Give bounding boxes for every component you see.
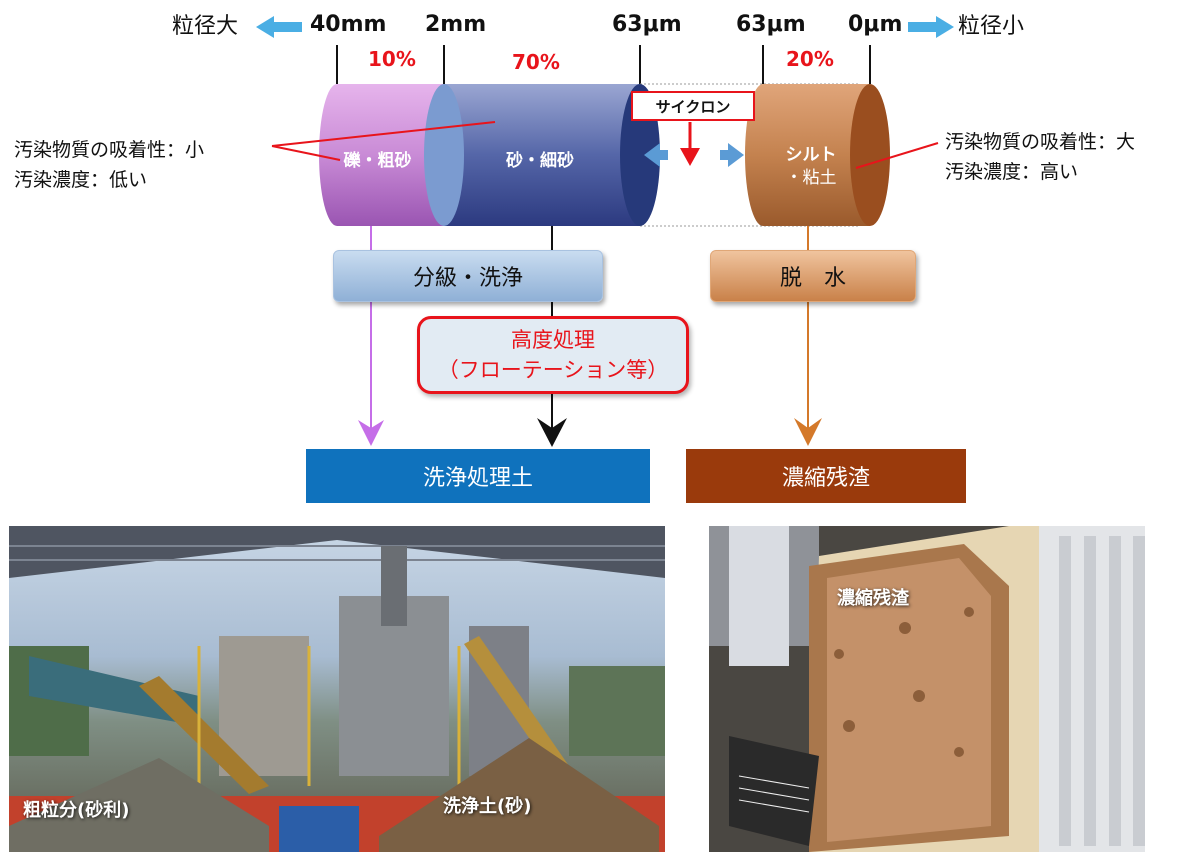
gravel-label: 礫・粗砂 — [343, 151, 412, 171]
wash-process-label: 分級・洗浄 — [412, 266, 523, 291]
right-note-concentration: 汚染濃度：高い — [945, 161, 1079, 183]
cylinder-gap-outline — [640, 83, 860, 227]
dewater-process-label: 脱 水 — [779, 266, 846, 291]
residue-photo: 濃縮残渣 — [709, 526, 1145, 852]
washed-soil-label: 洗浄処理土 — [422, 466, 533, 491]
wash-process-box: 分級・洗浄 — [333, 250, 603, 302]
dewater-process-box: 脱 水 — [710, 250, 916, 302]
advanced-treatment-box: 高度処理 （フローテーション等） — [417, 316, 689, 394]
residue-label: 濃縮残渣 — [781, 466, 870, 491]
tick-label-2mm: 2mm — [425, 12, 487, 37]
sand-percent: 70% — [512, 50, 560, 74]
silt-label-line2: ・粘土 — [785, 168, 837, 188]
scale-right-label: 粒径小 — [958, 14, 1025, 39]
sand-label: 砂・細砂 — [506, 151, 574, 171]
left-note-adsorption: 汚染物質の吸着性：小 — [14, 139, 205, 161]
washed-soil-box: 洗浄処理土 — [306, 449, 650, 503]
silt-percent: 20% — [786, 47, 834, 71]
plant-photo: 粗粒分(砂利) 洗浄土(砂) — [9, 526, 665, 852]
residue-photo-label: 濃縮残渣 — [837, 588, 909, 609]
plant-photo-illustration — [9, 526, 665, 852]
tick-label-63um-left: 63μm — [612, 12, 682, 37]
scale-arrow-left — [256, 16, 302, 38]
residue-photo-illustration — [709, 526, 1145, 852]
cyclone-box: サイクロン — [631, 91, 755, 121]
advanced-treatment-line2: （フローテーション等） — [437, 358, 669, 382]
scale-left-label: 粒径大 — [172, 14, 239, 39]
tick-label-40mm: 40mm — [310, 12, 387, 37]
tick-label-63um-right: 63μm — [736, 12, 806, 37]
cyclone-arrows — [644, 122, 744, 167]
advanced-treatment-line1: 高度処理 — [511, 328, 595, 352]
scale-tick-lines — [336, 45, 871, 84]
sand-cylinder — [426, 84, 660, 226]
scale-arrow-right — [908, 16, 954, 38]
tick-label-0um: 0μm — [848, 12, 903, 37]
residue-box: 濃縮残渣 — [686, 449, 966, 503]
left-note-concentration: 汚染濃度：低い — [14, 169, 148, 191]
coarse-gravel-label: 粗粒分(砂利) — [23, 800, 130, 821]
right-note-adsorption: 汚染物質の吸着性：大 — [945, 131, 1136, 153]
gravel-percent: 10% — [368, 47, 416, 71]
washed-sand-label: 洗浄土(砂) — [443, 796, 532, 817]
silt-label-line1: シルト — [785, 145, 837, 165]
gravel-cylinder — [319, 84, 464, 226]
callout-lines — [271, 121, 939, 169]
cyclone-label: サイクロン — [655, 97, 731, 116]
